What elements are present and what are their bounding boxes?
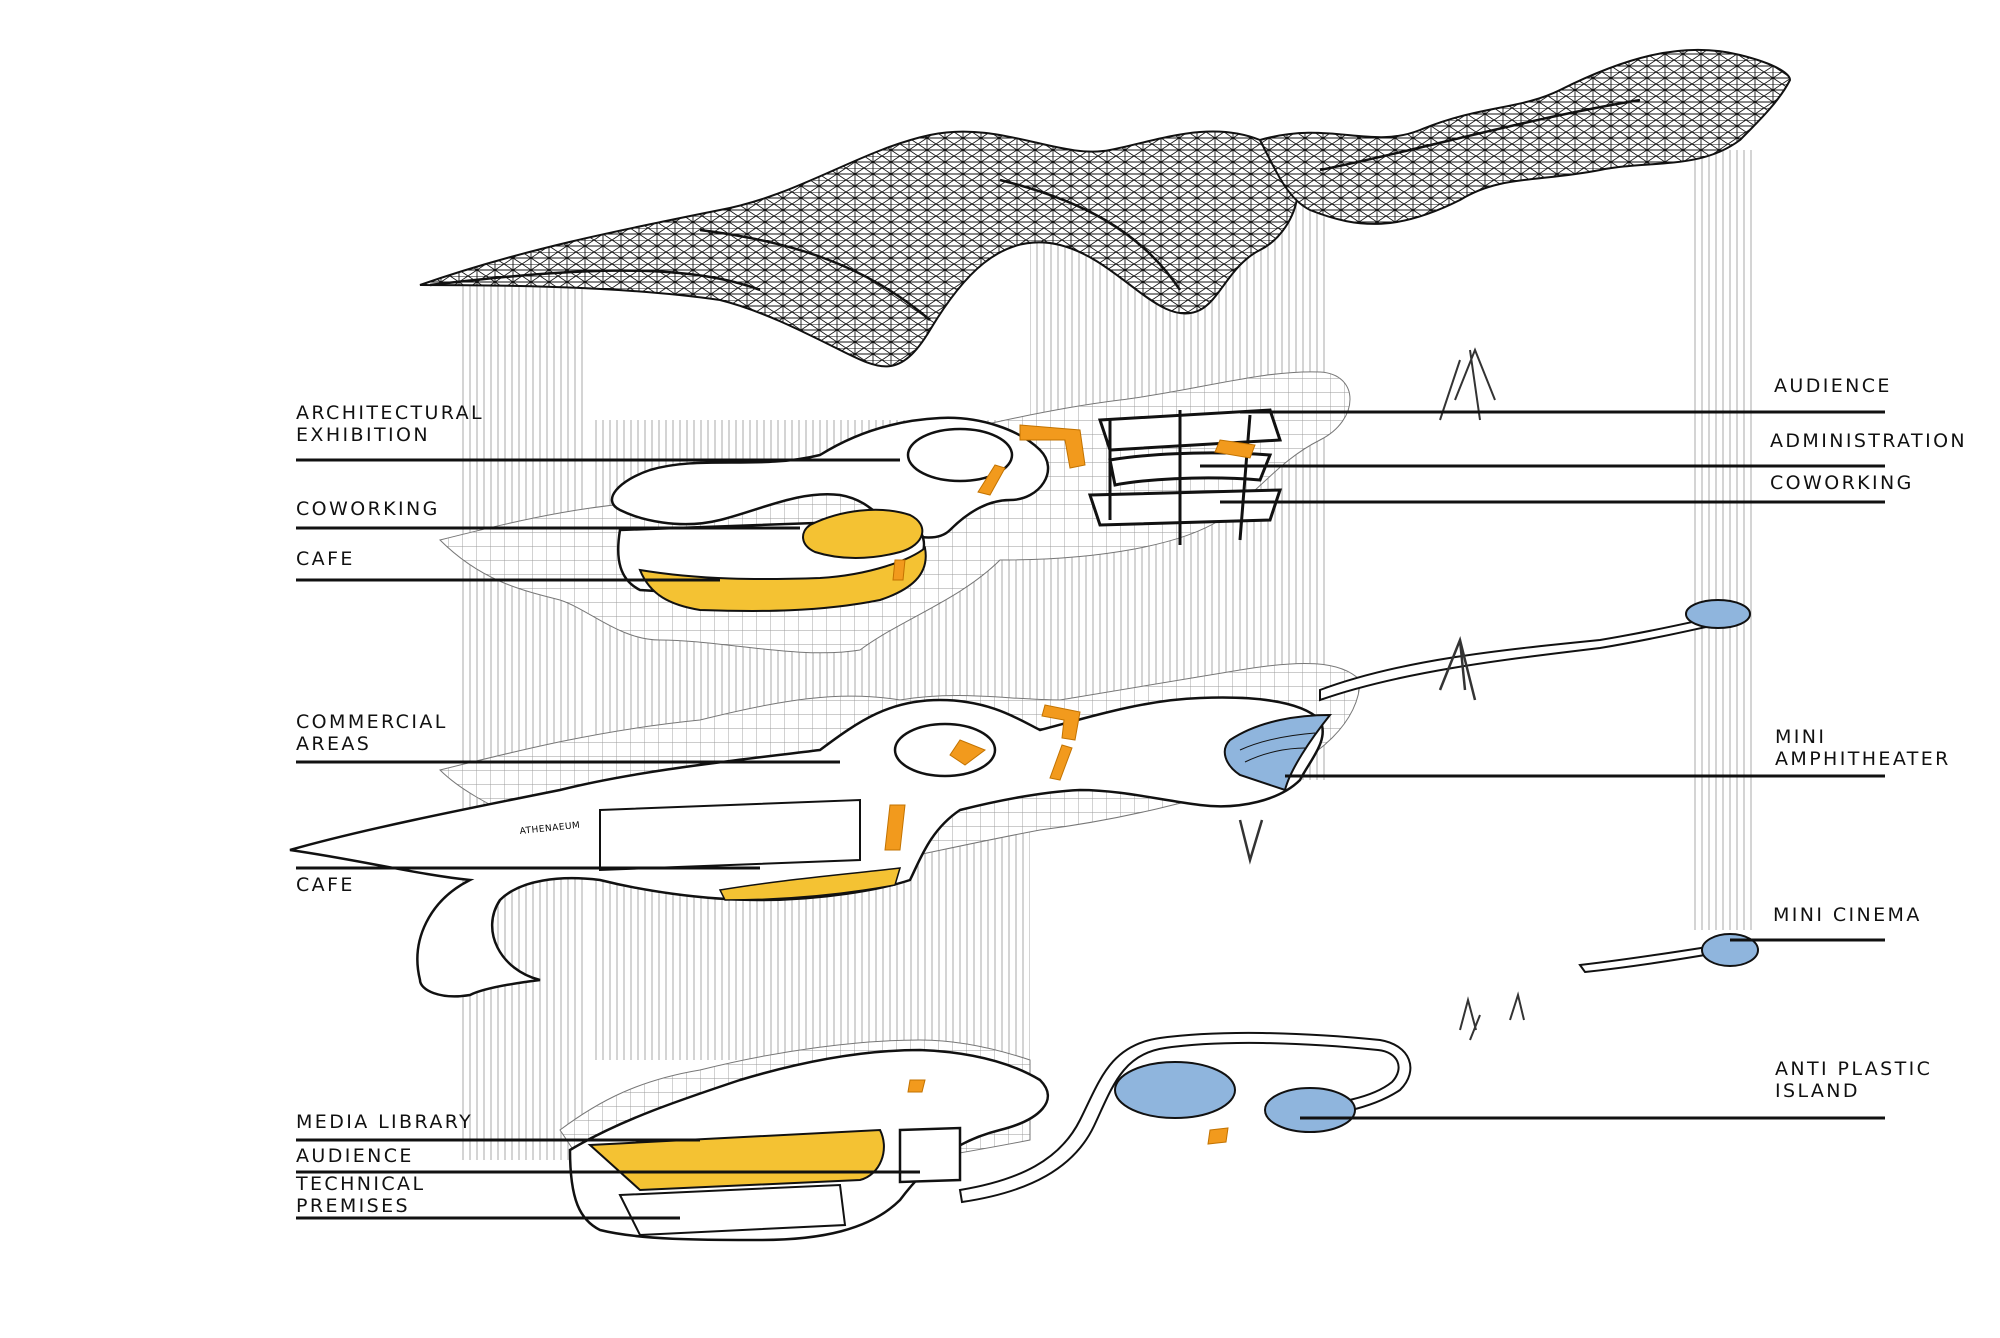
scattered-piers — [1459, 991, 1525, 1041]
lower-stairs-orange — [907, 1079, 1229, 1145]
leader-lines — [296, 410, 1885, 1220]
upper-admin-pavilion — [1087, 408, 1283, 545]
label-mini-cinema: MINI CINEMA — [1773, 904, 1922, 926]
mini-cinema-disc — [1701, 933, 1759, 967]
label-audience-left: AUDIENCE — [296, 1145, 414, 1167]
cantilever-walkway — [1319, 614, 1721, 702]
island-disc-small — [1264, 1087, 1356, 1133]
lower-technical-block — [618, 1183, 847, 1237]
mini-cinema-platform — [1578, 933, 1759, 974]
label-media-library: MEDIA LIBRARY — [296, 1111, 474, 1133]
vertical-supports — [458, 150, 1752, 1160]
support-column-far-east — [1690, 150, 1752, 930]
middle-commercial-block — [599, 798, 861, 872]
upper-cafe-area — [638, 546, 927, 612]
upper-ring-void — [906, 427, 1014, 483]
middle-masts — [1238, 635, 1477, 865]
label-cafe-upper: CAFE — [296, 548, 355, 570]
middle-stairs-orange — [884, 704, 1081, 851]
lower-level — [559, 1031, 1412, 1242]
island-disc-large — [1114, 1061, 1236, 1119]
middle-level: ATHENAEUM — [289, 599, 1751, 998]
label-administration: ADMINISTRATION — [1770, 430, 1968, 452]
label-coworking-right: COWORKING — [1770, 472, 1914, 494]
label-audience-right: AUDIENCE — [1774, 375, 1892, 397]
lower-audience-box — [898, 1126, 962, 1184]
label-cafe-middle: CAFE — [296, 874, 355, 896]
middle-ring-void — [893, 722, 997, 778]
roof-canopy-mesh — [419, 48, 1792, 368]
upper-level — [439, 347, 1496, 654]
upper-cafe-terrace — [802, 508, 924, 559]
upper-stairs-orange — [892, 424, 1256, 581]
support-column-west — [458, 280, 586, 1160]
walkway-end-disc — [1685, 599, 1751, 629]
upper-masts — [1439, 347, 1496, 421]
label-coworking-left: COWORKING — [296, 498, 440, 520]
lower-media-library — [587, 1128, 885, 1192]
middle-cafe-strip — [718, 867, 902, 901]
